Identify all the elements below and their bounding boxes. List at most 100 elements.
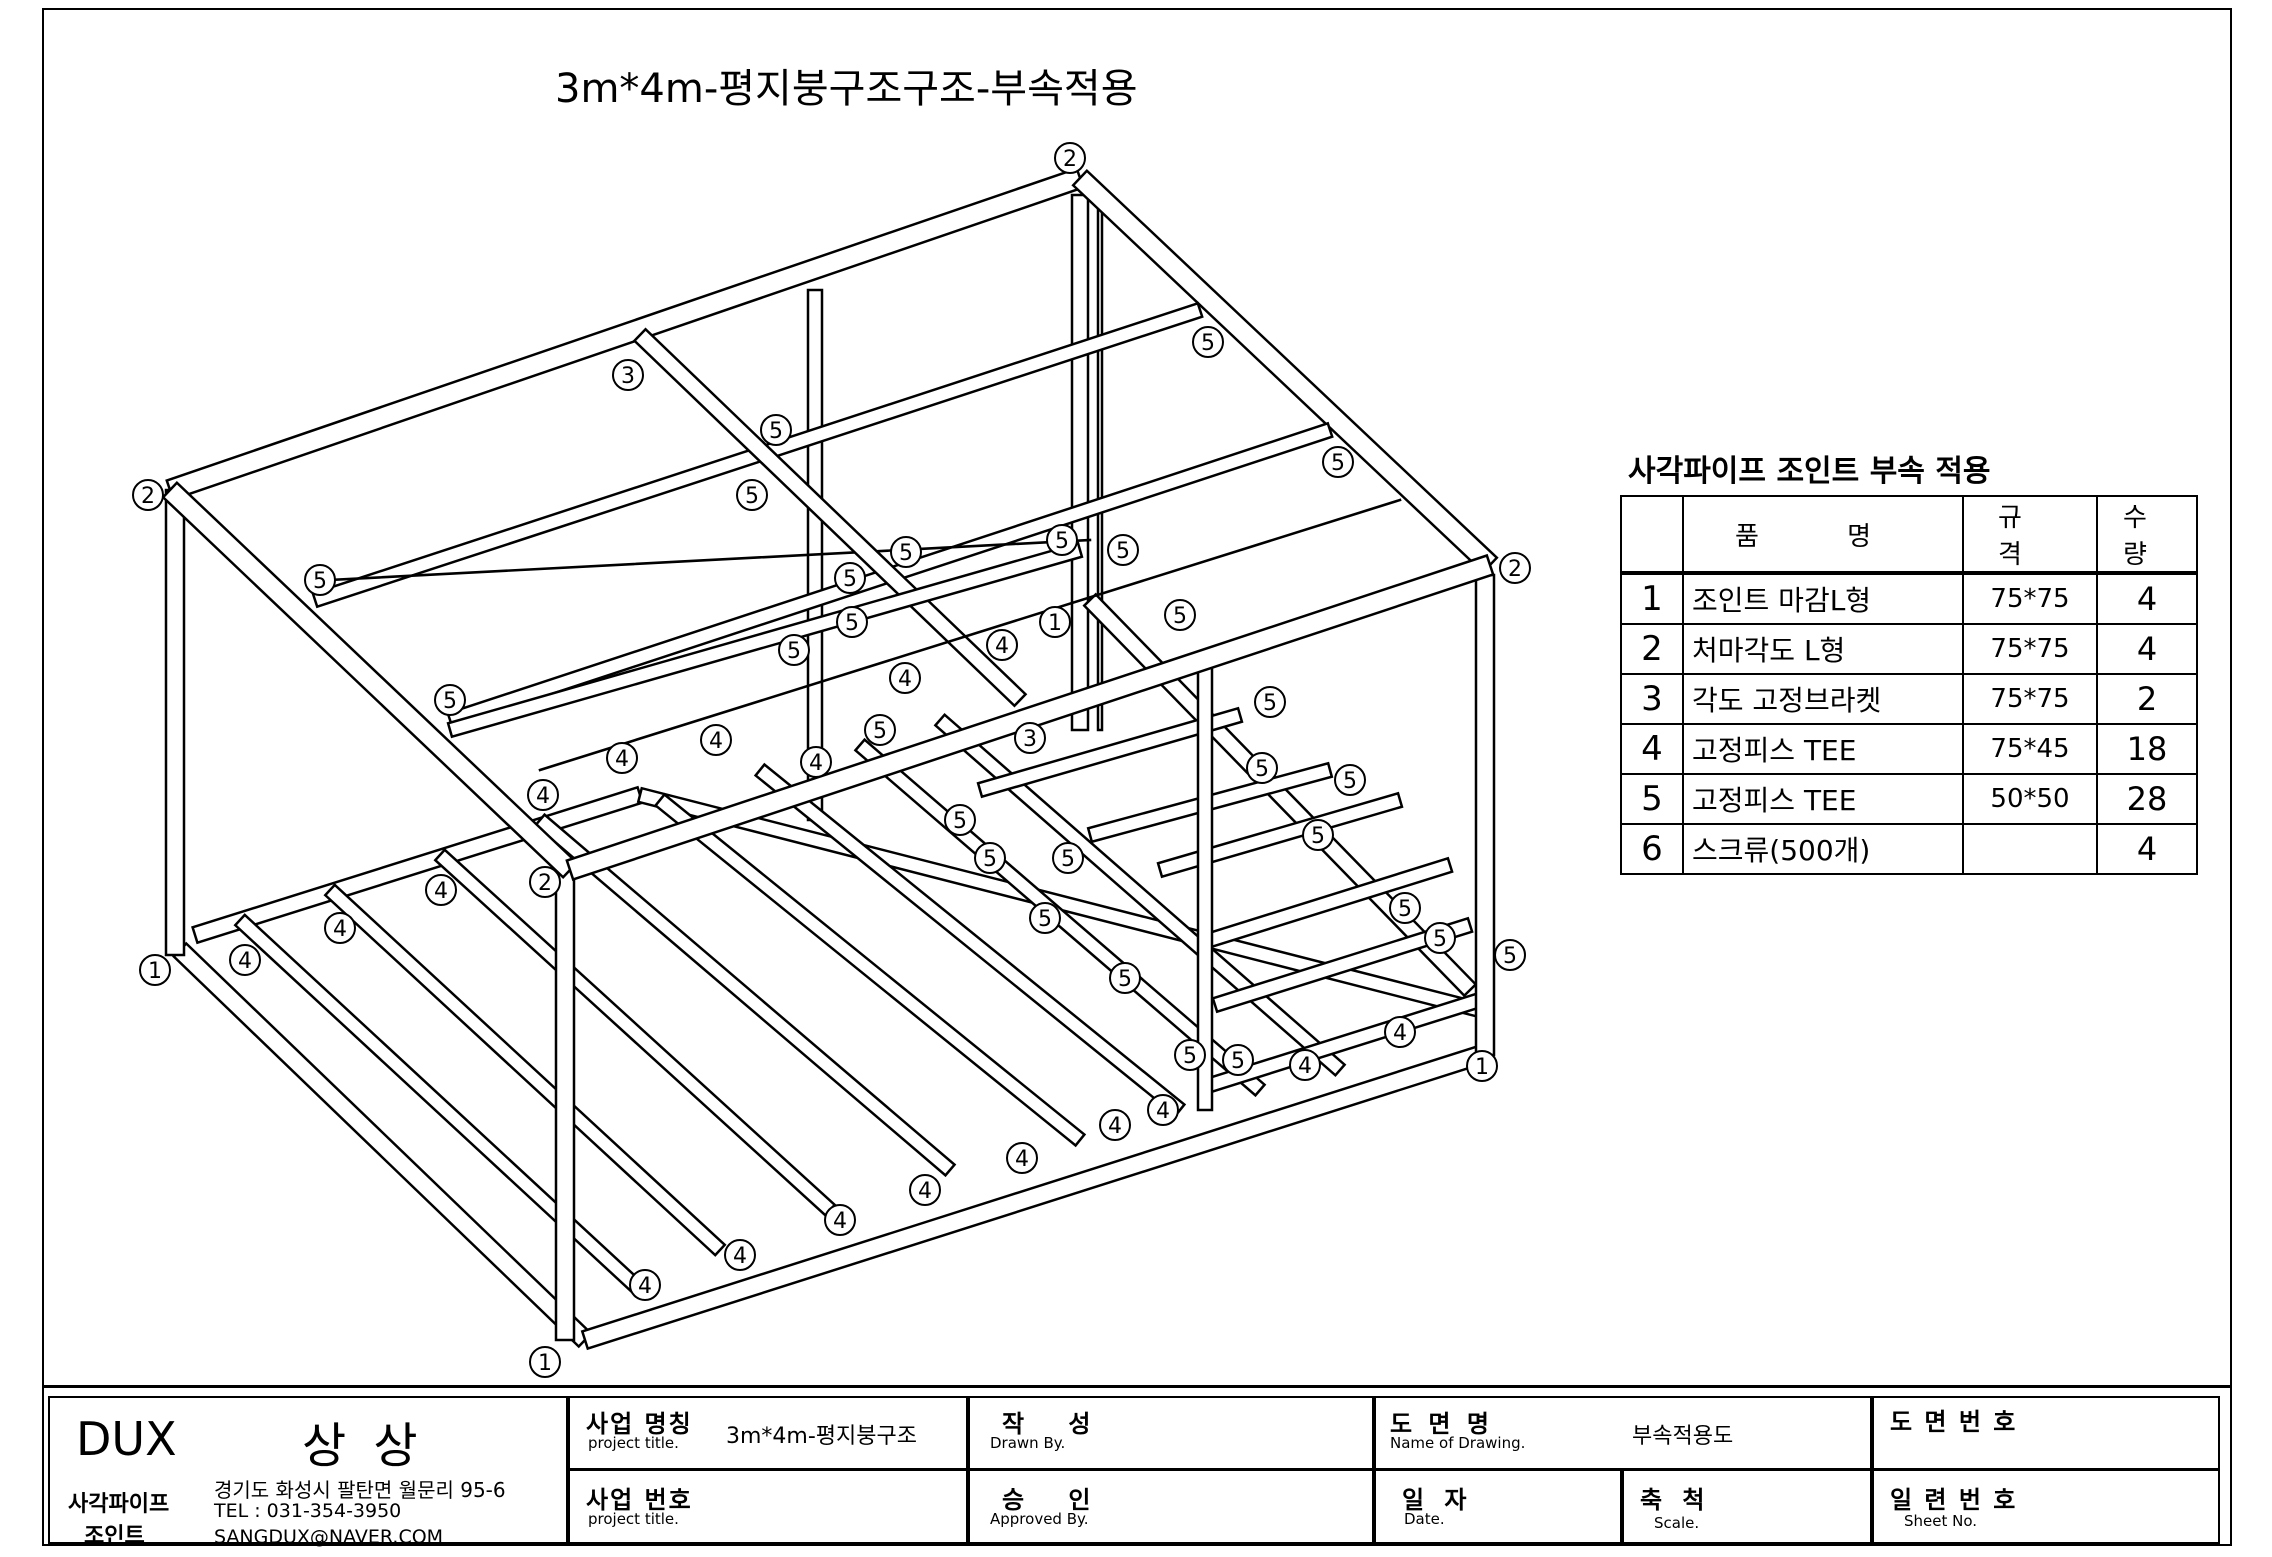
svg-text:5: 5 <box>1183 1044 1197 1069</box>
callout-4: 4 <box>889 662 921 694</box>
svg-text:5: 5 <box>313 569 327 594</box>
cell-no: 3 <box>1620 673 1684 725</box>
cell-spec: 75*75 <box>1962 673 2098 725</box>
drawing-name-label: 도 면 명 <box>1390 1410 1493 1438</box>
callout-3: 3 <box>612 359 644 391</box>
svg-text:4: 4 <box>833 1209 847 1234</box>
svg-text:4: 4 <box>434 879 448 904</box>
title-block: DUX 상 상 사각파이프 조인트 경기도 화성시 팔탄면 월문리 95-6 T… <box>42 1385 2232 1549</box>
callout-4: 4 <box>824 1204 856 1236</box>
svg-text:5: 5 <box>1433 927 1447 952</box>
svg-text:5: 5 <box>1201 331 1215 356</box>
callout-5: 5 <box>1029 902 1061 934</box>
drawing-name-value: 부속적용도 <box>1632 1424 1734 1449</box>
svg-text:4: 4 <box>995 634 1009 659</box>
frame-tube <box>976 706 1244 799</box>
project-no-label: 사업 번호 <box>586 1486 693 1514</box>
svg-text:5: 5 <box>1263 691 1277 716</box>
callout-5: 5 <box>836 606 868 638</box>
frame-tube <box>233 913 647 1297</box>
frame-tube <box>538 498 1402 772</box>
callout-5: 5 <box>1222 1044 1254 1076</box>
callout-5: 5 <box>1322 446 1354 478</box>
callout-5: 5 <box>1424 922 1456 954</box>
cell-spec: 75*75 <box>1962 623 2098 675</box>
drawing-sheet-border <box>42 8 2232 1546</box>
header-name: 품 명 <box>1682 495 1964 574</box>
svg-text:4: 4 <box>1015 1147 1029 1172</box>
company-tel: TEL : 031-354-3950 <box>214 1500 402 1522</box>
scale-label-en: Scale. <box>1654 1514 1700 1532</box>
cell-name: 조인트 마감L형 <box>1682 571 1964 625</box>
callout-5: 5 <box>736 479 768 511</box>
callout-4: 4 <box>1289 1049 1321 1081</box>
company-logo-text: DUX <box>76 1412 177 1466</box>
svg-text:4: 4 <box>1108 1114 1122 1139</box>
cell-spec: 75*45 <box>1962 723 2098 775</box>
svg-text:4: 4 <box>1298 1054 1312 1079</box>
frame-tube <box>565 553 1495 882</box>
table-row: 6 스크류(500개) 4 <box>1620 823 2198 875</box>
callout-5: 5 <box>304 564 336 596</box>
callout-2: 2 <box>1499 552 1531 584</box>
svg-text:5: 5 <box>1255 757 1269 782</box>
callout-5: 5 <box>778 634 810 666</box>
frame-tube <box>933 712 1347 1078</box>
callout-5: 5 <box>1192 326 1224 358</box>
cell-no: 2 <box>1620 623 1684 675</box>
callout-5: 5 <box>1109 962 1141 994</box>
callout-4: 4 <box>800 746 832 778</box>
svg-text:2: 2 <box>1063 147 1077 172</box>
callout-5: 5 <box>1494 939 1526 971</box>
project-name-value: 3m*4m-평지붕구조 <box>726 1424 917 1449</box>
svg-text:5: 5 <box>983 847 997 872</box>
cell-qty: 2 <box>2096 673 2198 725</box>
callout-5: 5 <box>1389 892 1421 924</box>
svg-text:3: 3 <box>1023 727 1037 752</box>
svg-text:5: 5 <box>769 419 783 444</box>
svg-text:1: 1 <box>1475 1055 1489 1080</box>
scale-label: 축 척 <box>1640 1486 1711 1514</box>
svg-text:4: 4 <box>918 1179 932 1204</box>
frame-tube <box>433 848 837 1217</box>
frame-tube <box>1070 193 1090 732</box>
svg-text:5: 5 <box>1503 944 1517 969</box>
callout-4: 4 <box>1384 1016 1416 1048</box>
callout-4: 4 <box>629 1269 661 1301</box>
parts-table-title: 사각파이프 조인트 부속 적용 <box>1628 454 1991 489</box>
header-spec: 규 격 <box>1962 495 2098 574</box>
company-name: 상 상 <box>302 1418 424 1474</box>
svg-text:5: 5 <box>787 639 801 664</box>
svg-text:5: 5 <box>1118 967 1132 992</box>
frame-tube <box>1096 193 1104 732</box>
svg-text:4: 4 <box>1393 1021 1407 1046</box>
frame-tube <box>653 792 1087 1148</box>
svg-text:1: 1 <box>1048 611 1062 636</box>
svg-text:4: 4 <box>898 667 912 692</box>
callout-5: 5 <box>944 804 976 836</box>
cell-name: 스크류(500개) <box>1682 823 1964 875</box>
svg-text:4: 4 <box>615 747 629 772</box>
svg-text:4: 4 <box>809 751 823 776</box>
project-no-label-en: project title. <box>588 1510 679 1528</box>
cell-no: 5 <box>1620 773 1684 825</box>
callout-4: 4 <box>527 779 559 811</box>
project-name-label-en: project title. <box>588 1434 679 1452</box>
frame-tube <box>1211 916 1474 1014</box>
drawn-by-label-en: Drawn By. <box>990 1434 1066 1452</box>
callout-5: 5 <box>890 536 922 568</box>
svg-text:5: 5 <box>1061 847 1075 872</box>
callout-2: 2 <box>1054 142 1086 174</box>
approved-by-label: 승 인 <box>1002 1486 1109 1514</box>
cell-no: 1 <box>1620 571 1684 625</box>
cell-qty: 18 <box>2096 723 2198 775</box>
cell-spec <box>1962 823 2098 875</box>
callout-3: 3 <box>1014 722 1046 754</box>
svg-text:4: 4 <box>709 729 723 754</box>
callout-2: 2 <box>132 479 164 511</box>
svg-text:4: 4 <box>1156 1099 1170 1124</box>
frame-tube <box>446 541 1084 739</box>
frame-tube <box>165 166 1085 502</box>
callout-4: 4 <box>724 1239 756 1271</box>
